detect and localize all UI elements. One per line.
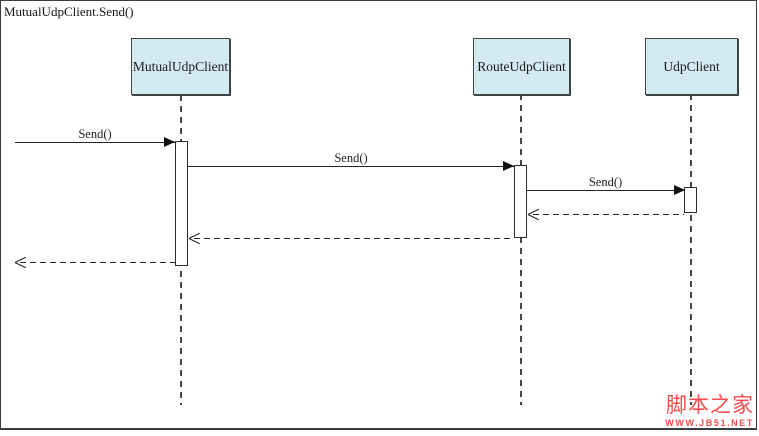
- diagram-title: MutualUdpClient.Send(): [4, 4, 134, 19]
- lifeline-head-mutualudpclient: MutualUdpClient: [131, 38, 230, 95]
- sync-arrowhead-icon: [674, 185, 685, 195]
- sync-arrowhead-icon: [503, 161, 514, 171]
- lifeline-routeudpclient: [520, 94, 522, 405]
- lifeline-head-udpclient: UdpClient: [645, 38, 738, 95]
- lifeline-head-routeudpclient: RouteUdpClient: [473, 38, 570, 95]
- message-arrow-send-1: [15, 142, 176, 143]
- watermark-brand: 脚本之家: [666, 394, 754, 417]
- lifeline-label-udpclient: UdpClient: [663, 58, 720, 74]
- return-arrow-routeudpclient-to-mutualudpclient: [194, 238, 514, 239]
- watermark: 脚本之家 WWW.JB51.NET: [665, 394, 754, 429]
- message-label-send-2: Send(): [334, 151, 368, 165]
- sync-arrowhead-icon: [164, 137, 175, 147]
- activation-bar-mutualudpclient: [175, 141, 188, 266]
- return-arrow-mutualudpclient-to-caller: [20, 262, 175, 263]
- message-arrow-send-3: [527, 190, 685, 191]
- watermark-site: WWW.JB51.NET: [665, 418, 754, 429]
- lifeline-label-routeudpclient: RouteUdpClient: [477, 58, 566, 74]
- lifeline-udpclient: [690, 94, 692, 405]
- message-label-send-1: Send(): [78, 127, 112, 141]
- lifeline-label-mutualudpclient: MutualUdpClient: [132, 58, 229, 74]
- return-arrow-udpclient-to-routeudpclient: [533, 214, 684, 215]
- activation-bar-routeudpclient: [514, 165, 527, 238]
- message-arrow-send-2: [188, 166, 515, 167]
- activation-bar-udpclient: [684, 187, 697, 213]
- message-label-send-3: Send(): [588, 175, 623, 189]
